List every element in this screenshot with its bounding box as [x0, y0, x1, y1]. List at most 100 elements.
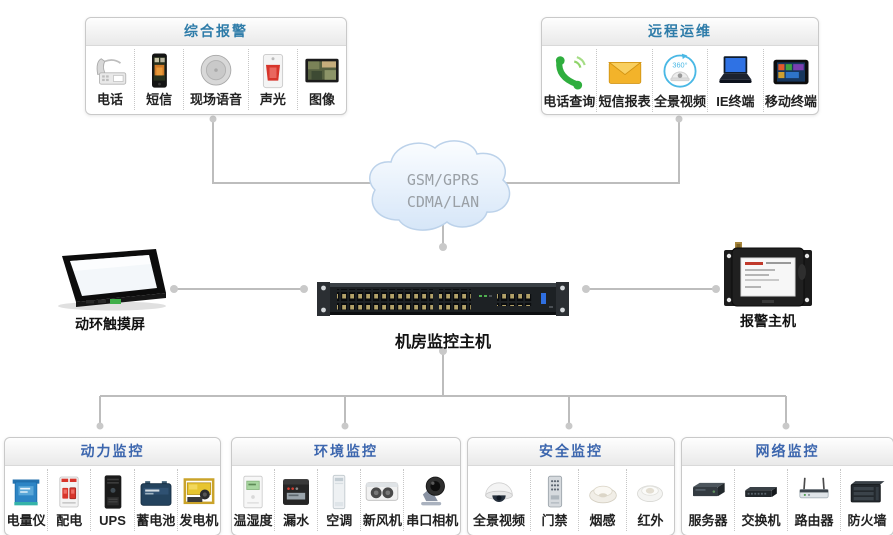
firewall-icon	[844, 470, 890, 513]
temp-humidity-icon	[233, 470, 273, 513]
switch-icon	[739, 470, 783, 513]
item-sms: 短信	[135, 49, 185, 110]
panel-item-row: 电量仪 配电	[5, 466, 220, 535]
item-label: 声光	[259, 92, 286, 107]
item-label: 串口相机	[406, 513, 459, 528]
item-label: 漏水	[283, 513, 310, 528]
item-firewall: 防火墙	[841, 469, 893, 531]
panel-title: 环境监控	[232, 438, 460, 466]
network-cloud: GSM/GPRS CDMA/LAN	[358, 133, 530, 243]
item-label: IE终端	[716, 94, 755, 109]
item-power-meter: 电量仪	[5, 469, 49, 531]
item-label: 交换机	[741, 513, 781, 528]
item-battery: 蓄电池	[135, 469, 178, 531]
panel-item-row: 温湿度 漏水	[232, 466, 460, 535]
item-onsite-voice: 现场语音	[184, 49, 249, 110]
touchscreen-image	[58, 249, 166, 311]
item-smoke-sensor: 烟感	[579, 469, 627, 531]
fresh-air-icon	[361, 470, 403, 513]
item-label: 温湿度	[233, 513, 273, 528]
item-label: UPS	[99, 513, 126, 528]
dome-camera-icon	[478, 470, 520, 513]
panel-item-row: 电话 短信	[86, 46, 346, 114]
item-mobile-terminal: 移动终端	[764, 49, 818, 112]
item-label: 电量仪	[6, 513, 46, 528]
item-label: 全景视频	[473, 513, 526, 528]
panel-security-monitoring: 安全监控 全景视频	[467, 437, 675, 535]
touchscreen-device	[50, 246, 172, 312]
panel-integrated-alarm: 综合报警 电话	[85, 17, 347, 115]
item-infrared-sensor: 红外	[627, 469, 674, 531]
item-label: 电话	[97, 92, 124, 107]
panel-title: 远程运维	[542, 18, 818, 46]
item-panorama-video: 360° 全景视频	[653, 49, 709, 112]
infrared-sensor-icon	[629, 470, 671, 513]
power-meter-icon	[6, 470, 46, 513]
panel-environment-monitoring: 环境监控 温湿度	[231, 437, 461, 535]
item-label: 新风机	[362, 513, 402, 528]
panel-remote-ops: 远程运维 电话查询	[541, 17, 819, 115]
generator-icon	[179, 470, 219, 513]
server-icon	[686, 470, 730, 513]
item-label: 服务器	[688, 513, 728, 528]
item-router: 路由器	[788, 469, 841, 531]
item-serial-camera: 串口相机	[404, 469, 460, 531]
monitoring-host-device	[317, 270, 569, 328]
cloud-line2: CDMA/LAN	[407, 193, 479, 211]
battery-icon	[136, 470, 176, 513]
panel-title: 综合报警	[86, 18, 346, 46]
panel-power-monitoring: 动力监控 电量仪	[4, 437, 221, 535]
image-monitor-icon	[300, 50, 344, 92]
cloud-line1: GSM/GPRS	[407, 171, 479, 189]
item-fresh-air: 新风机	[361, 469, 405, 531]
item-sound-light: 声光	[249, 49, 298, 110]
item-label: 路由器	[794, 513, 834, 528]
ups-icon	[93, 470, 133, 513]
mobile-terminal-icon	[769, 50, 813, 94]
alarm-host-device	[722, 242, 814, 312]
item-sms-report: 短信报表	[597, 49, 653, 112]
item-switch: 交换机	[735, 469, 788, 531]
item-label: 短信	[146, 92, 173, 107]
touchscreen-label: 动环触摸屏	[75, 316, 145, 332]
power-distribution-icon	[49, 470, 89, 513]
item-generator: 发电机	[178, 469, 220, 531]
item-label: 移动终端	[764, 94, 817, 109]
item-phone-query: 电话查询	[542, 49, 598, 112]
panel-network-monitoring: 网络监控 服务器	[681, 437, 893, 535]
ceiling-speaker-icon	[194, 50, 238, 92]
sms-phone-icon	[137, 50, 181, 92]
item-label: 短信报表	[598, 94, 651, 109]
item-air-conditioner: 空调	[318, 469, 362, 531]
panel-title: 网络监控	[682, 438, 893, 466]
monitoring-host-image	[317, 282, 569, 316]
item-image: 图像	[298, 49, 346, 110]
panorama-video-icon: 360°	[657, 50, 703, 94]
item-label: 图像	[308, 92, 335, 107]
item-label: 配电	[56, 513, 83, 528]
item-label: 烟感	[589, 513, 616, 528]
alarm-host-label: 报警主机	[740, 313, 796, 329]
item-label: 空调	[326, 513, 353, 528]
water-leak-icon	[276, 470, 316, 513]
item-door-access: 门禁	[531, 469, 580, 531]
item-label: 蓄电池	[136, 513, 176, 528]
item-label: 发电机	[179, 513, 219, 528]
panorama-badge: 360°	[672, 60, 687, 69]
air-conditioner-icon	[319, 470, 359, 513]
router-icon	[792, 470, 836, 513]
smoke-sensor-icon	[582, 470, 624, 513]
item-power-distribution: 配电	[48, 469, 92, 531]
item-label: 全景视频	[654, 94, 707, 109]
item-label: 红外	[637, 513, 664, 528]
item-label: 电话查询	[543, 94, 596, 109]
sms-report-icon	[603, 50, 647, 94]
item-temp-humidity: 温湿度	[232, 469, 276, 531]
sound-light-alarm-icon	[251, 50, 295, 92]
ie-terminal-icon	[713, 50, 757, 94]
phone-query-icon	[547, 50, 591, 94]
panel-item-row: 服务器 交换机	[682, 466, 893, 535]
panel-item-row: 电话查询 短信报表 360°	[542, 46, 818, 116]
